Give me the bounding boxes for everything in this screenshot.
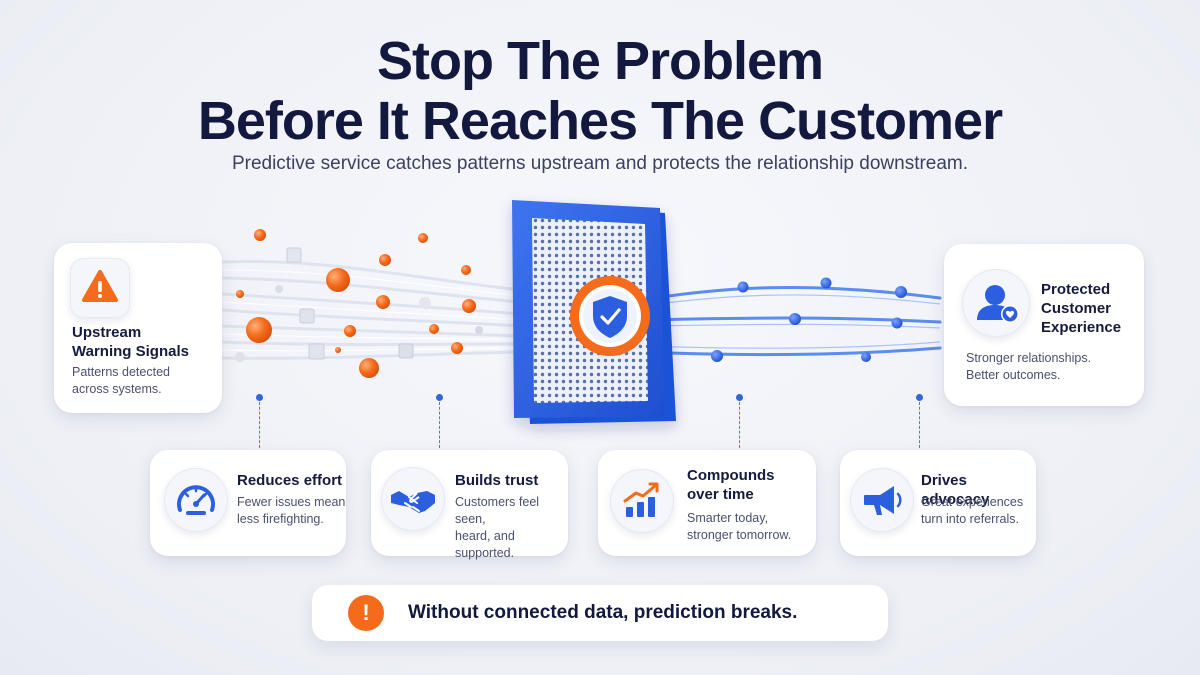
upstream-signals-card: Upstream Warning Signals Patterns detect… (54, 243, 222, 413)
page-title-line1: Stop The Problem (376, 31, 824, 91)
connector-dot (436, 394, 443, 401)
connector-line (919, 402, 920, 448)
benefit-description: Fewer issues mean less firefighting. (237, 495, 346, 526)
signal-particles (235, 229, 483, 378)
card-title: Protected Customer Experience (1041, 281, 1122, 336)
card-description: Patterns detected across systems. (72, 365, 170, 396)
handshake-icon (381, 467, 445, 531)
benefit-title: Drives advocacy (921, 472, 990, 508)
protected-experience-card: Protected Customer Experience Stronger r… (944, 244, 1144, 406)
benefit-title: Reduces effort (237, 472, 343, 489)
benefit-description: Customers feel seen, heard, and supporte… (455, 495, 540, 560)
benefit-card-builds-trust: Builds trust Customers feel seen, heard,… (371, 450, 568, 560)
footer-text: Without connected data, prediction break… (408, 602, 798, 623)
connector-line (439, 402, 440, 448)
page-subtitle: Predictive service catches patterns upst… (231, 153, 969, 174)
connector-dot (736, 394, 743, 401)
exclamation-icon: ! (348, 595, 384, 631)
warning-triangle-icon (70, 258, 130, 318)
connector-line (259, 402, 260, 448)
connector-dot (916, 394, 923, 401)
customer-heart-icon (962, 269, 1030, 337)
incoming-streams (220, 259, 522, 360)
benefit-card-drives-advocacy: Drives advocacy Great experiences turn i… (840, 450, 1036, 556)
gauge-icon (164, 468, 228, 532)
footer-callout: ! Without connected data, prediction bre… (312, 585, 888, 641)
connector-dot (256, 394, 263, 401)
growth-chart-icon (610, 469, 674, 533)
shield-check-icon (570, 276, 650, 356)
connector-line (739, 402, 740, 448)
benefit-title: Builds trust (455, 472, 539, 489)
megaphone-icon (850, 468, 914, 532)
benefit-description: Smarter today, stronger tomorrow. (687, 511, 792, 542)
benefit-card-reduces-effort: Reduces effort Fewer issues mean less fi… (150, 450, 346, 556)
card-description: Stronger relationships. Better outcomes. (966, 351, 1092, 382)
benefit-card-compounds: Compounds over time Smarter today, stron… (598, 450, 816, 556)
benefit-description: Great experiences turn into referrals. (921, 495, 1024, 526)
card-title: Upstream Warning Signals (72, 324, 189, 360)
page-title-line2: Before It Reaches The Customer (197, 91, 1003, 151)
stream-nodes (711, 277, 907, 362)
benefit-title: Compounds over time (687, 467, 775, 503)
